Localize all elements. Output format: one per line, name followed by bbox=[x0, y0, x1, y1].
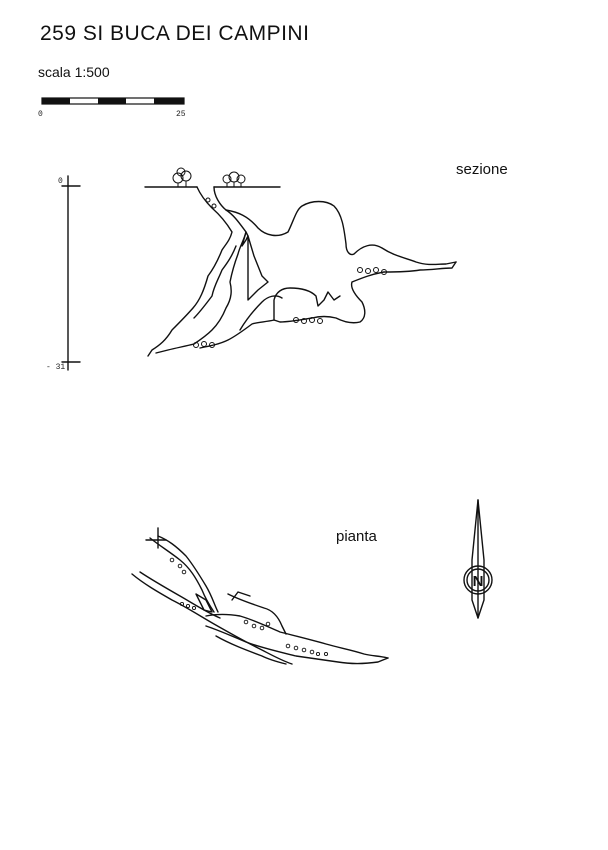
tree-icon bbox=[172, 167, 246, 188]
plan-view bbox=[131, 527, 389, 665]
section-profile bbox=[147, 186, 457, 357]
north-letter: N bbox=[473, 573, 484, 590]
scale-start-label: 0 bbox=[38, 110, 43, 119]
depth-top-label: 0 bbox=[58, 177, 63, 186]
scale-bar-graphic bbox=[41, 97, 185, 105]
plan-label: pianta bbox=[336, 528, 377, 545]
map-title: 259 SI BUCA DEI CAMPINI bbox=[40, 22, 310, 45]
depth-bottom-label: - 31 bbox=[46, 363, 66, 372]
section-label: sezione bbox=[456, 161, 508, 178]
scale-end-label: 25 bbox=[176, 110, 186, 119]
scale-ratio: scala 1:500 bbox=[38, 64, 110, 80]
depth-scale bbox=[61, 175, 81, 371]
section-surface bbox=[144, 167, 281, 188]
north-arrow bbox=[463, 499, 493, 619]
graphic-scale-bar bbox=[40, 95, 190, 113]
